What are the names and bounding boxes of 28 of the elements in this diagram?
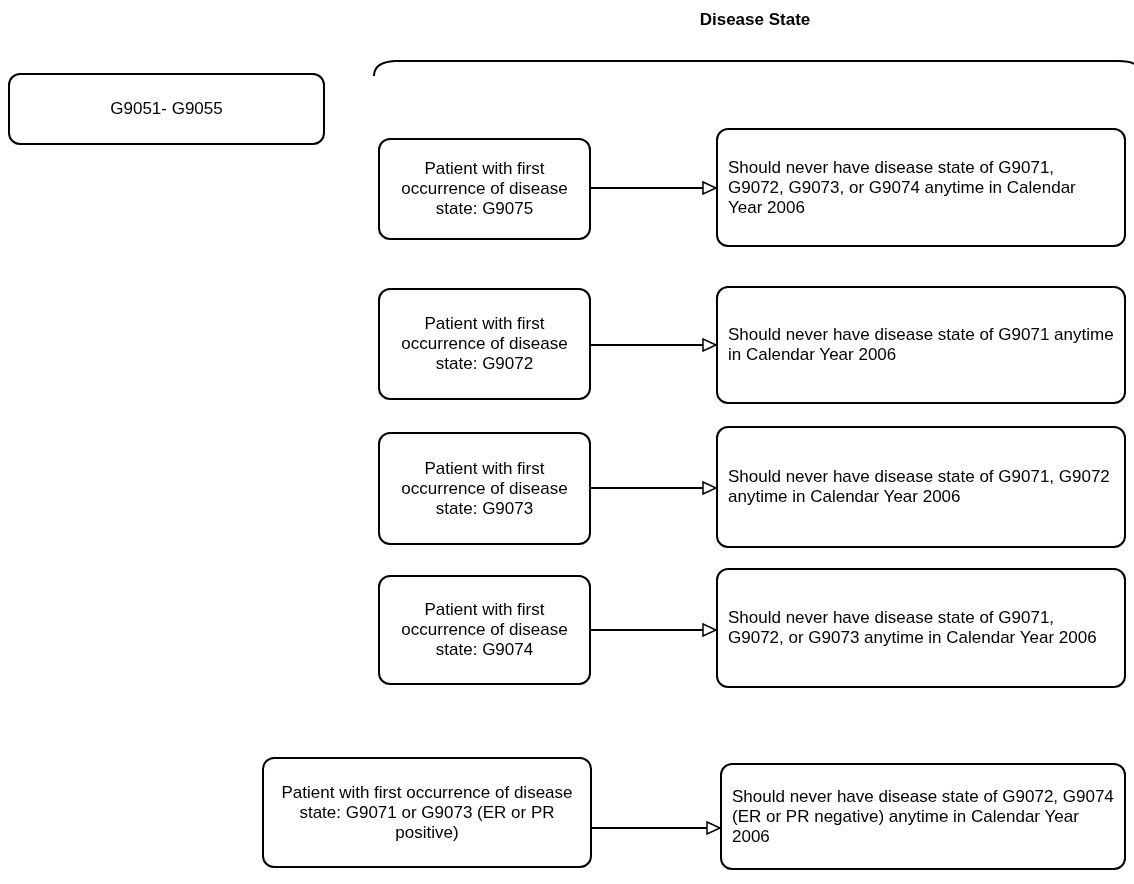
title: Disease State	[698, 10, 812, 30]
process-box	[378, 288, 591, 400]
box-text: Should never have disease state of G9071, G9072, or G9073 anytime in Calendar Year 2006	[728, 608, 1098, 648]
box-text: Patient with first occurrence of disease state: G9072	[400, 314, 569, 374]
arrow	[590, 181, 717, 195]
process-box	[716, 128, 1126, 247]
process-box	[716, 286, 1126, 404]
box-text: G9051- G9055	[110, 99, 223, 119]
box-text: Should never have disease state of G9071, G9072, G9073, or G9074 anytime in Calendar Year 2006	[728, 157, 1077, 218]
box-text: Should never have disease state of G9071 anytime in Calendar Year 2006	[728, 325, 1114, 365]
process-box	[716, 568, 1126, 688]
box-text: Patient with first occurrence of disease state: G9074	[400, 600, 569, 660]
box-text: Patient with first occurrence of disease state: G9073	[400, 458, 569, 519]
process-box	[378, 432, 591, 545]
arrow	[591, 821, 721, 835]
box-text: Should never have disease state of G9071, G9072 anytime in Calendar Year 2006	[728, 467, 1111, 507]
box-text: Patient with first occurrence of disease state: G9071 or G9073 (ER or PR positive)	[280, 782, 574, 843]
process-box	[378, 575, 591, 685]
process-box	[8, 73, 325, 145]
box-text: Patient with first occurrence of disease state: G9075	[400, 159, 569, 219]
arrow	[590, 338, 717, 352]
process-box	[262, 757, 592, 868]
arrow	[590, 481, 717, 495]
process-box	[716, 426, 1126, 548]
arrow	[590, 623, 717, 637]
process-box	[378, 138, 591, 240]
process-box	[720, 763, 1126, 870]
box-text: Should never have disease state of G9072, G9074 (ER or PR negative) anytime in Calendar Year 2006	[732, 786, 1114, 847]
